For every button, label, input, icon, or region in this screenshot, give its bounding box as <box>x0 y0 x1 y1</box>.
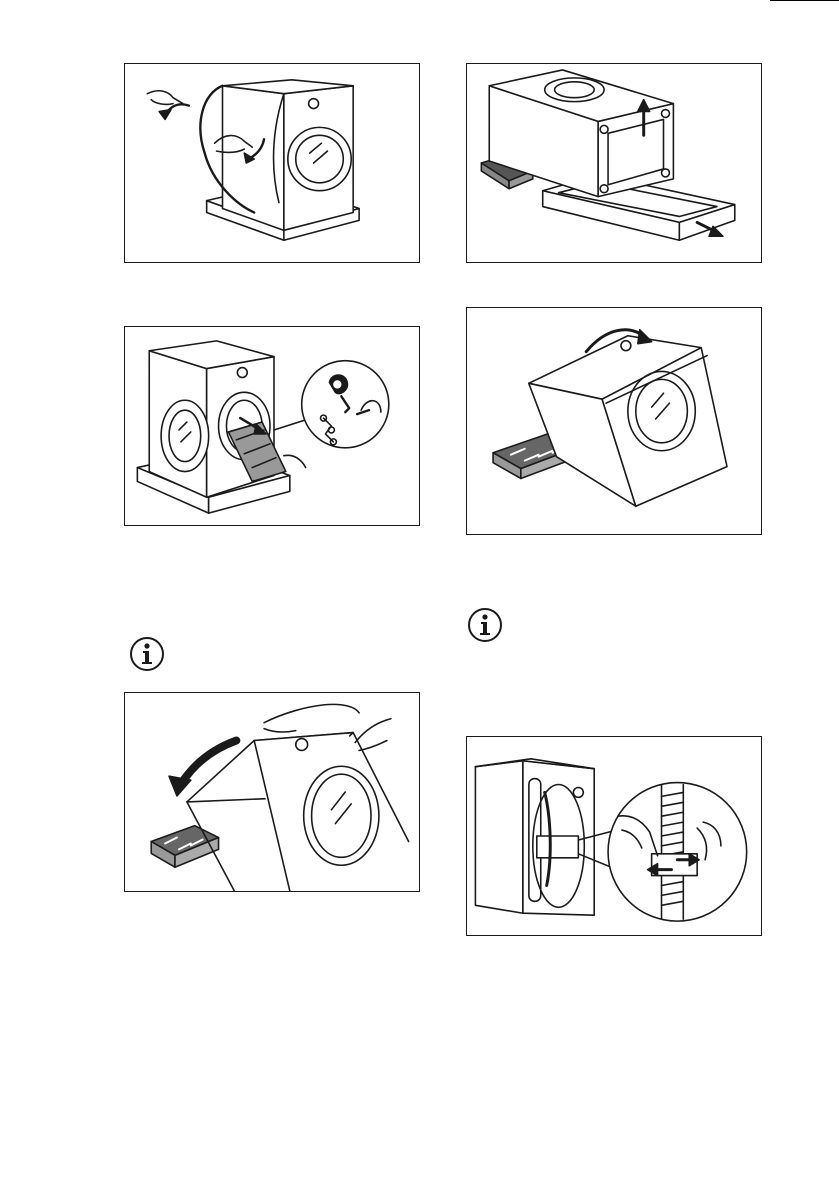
header-rule <box>770 0 839 1</box>
figure-remove-hose-clamp <box>466 736 762 936</box>
info-icon <box>129 636 165 672</box>
figure-tilt-backward <box>124 692 420 892</box>
figure-lift-frame <box>466 63 762 263</box>
figure-unpack-cover <box>124 63 420 263</box>
info-icon <box>467 607 503 643</box>
figure-tilt-on-side <box>466 307 762 535</box>
figure-remove-screws <box>124 326 420 526</box>
